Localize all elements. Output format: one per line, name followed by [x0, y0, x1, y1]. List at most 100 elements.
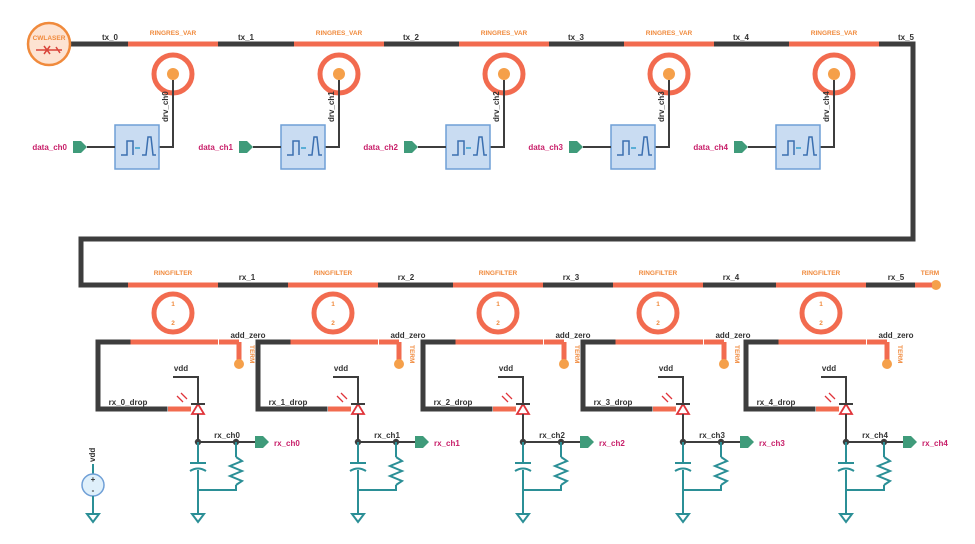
rx-net-label: rx_2	[398, 273, 415, 282]
data-input-pin	[73, 141, 87, 153]
vdd-wire	[821, 376, 847, 404]
capacitor-plate-curved	[837, 467, 855, 472]
rx-output-pin	[740, 436, 754, 448]
add-net-label: add_zero	[878, 331, 913, 340]
drv-wire	[159, 80, 174, 148]
resistor-icon	[875, 456, 893, 486]
tx-net-label: tx_2	[403, 33, 420, 42]
light-arrows-icon	[336, 392, 348, 403]
ring-filter	[311, 291, 355, 335]
tx-net-label: tx_3	[568, 33, 585, 42]
out-net-label: rx_ch3	[699, 431, 725, 440]
vdd-label: vdd	[822, 364, 836, 373]
drop-net-label: rx_4_drop	[757, 398, 796, 407]
ring-heater-dot	[663, 68, 675, 80]
vdd-label: vdd	[174, 364, 188, 373]
vdd-wire	[658, 376, 684, 404]
laser-body	[26, 21, 72, 67]
light-arrows-icon	[501, 392, 513, 403]
bus-term-label: TERM	[921, 270, 939, 277]
add-net-label: add_zero	[390, 331, 425, 340]
data-input-pin	[734, 141, 748, 153]
filter-label: RINGFILTER	[154, 270, 193, 277]
data-pin-label: data_ch0	[32, 143, 67, 152]
drv-net-label: drv_ch2	[492, 91, 501, 122]
supply-plus-label: +	[91, 475, 96, 484]
filter-label: RINGFILTER	[314, 270, 353, 277]
term-label: TERM	[573, 345, 580, 363]
vdd-wire	[498, 376, 524, 404]
ring-port-label: 2	[171, 320, 175, 327]
ring-port-label: 2	[656, 320, 660, 327]
data-pin-label: data_ch3	[528, 143, 563, 152]
vdd-wire	[333, 376, 359, 404]
modulator-label: RINGRES_VAR	[481, 30, 528, 37]
resistor-icon	[712, 456, 730, 486]
term-label: TERM	[248, 345, 255, 363]
rx-output-pin	[580, 436, 594, 448]
pulse-in-icon	[287, 140, 300, 156]
vdd-wire	[173, 376, 199, 404]
tx-net-label: tx_0	[102, 33, 119, 42]
add-net-label: add_zero	[555, 331, 590, 340]
drv-net-label: drv_ch3	[657, 91, 666, 122]
rx-filter-channel: RINGFILTER12rx_4_dropadd_zeroTERMvddrx_c…	[743, 270, 948, 524]
ring-heater-dot	[498, 68, 510, 80]
modulator-label: RINGRES_VAR	[811, 30, 858, 37]
vdd-label: vdd	[334, 364, 348, 373]
pulse-out-icon	[473, 136, 487, 156]
rx-net-label: rx_3	[563, 273, 580, 282]
vdd-label: vdd	[659, 364, 673, 373]
ring-port-label: 1	[331, 301, 335, 308]
light-arrows-icon	[661, 392, 673, 403]
photodiode-icon	[350, 402, 366, 415]
ring-heater-dot	[167, 68, 179, 80]
rx-output-pin	[255, 436, 269, 448]
ring-filter	[636, 291, 680, 335]
data-input-pin	[239, 141, 253, 153]
dc-supply: vdd+-	[81, 448, 105, 524]
term-label: TERM	[408, 345, 415, 363]
ground-symbol	[675, 513, 691, 524]
drop-wire	[420, 339, 493, 412]
ground-symbol	[350, 513, 366, 524]
rx-net-label: rx_5	[888, 273, 905, 282]
modulator-label: RINGRES_VAR	[150, 30, 197, 37]
drv-net-label: drv_ch1	[327, 91, 336, 122]
res-lead-bottom	[683, 485, 722, 491]
data-pin-label: data_ch4	[693, 143, 728, 152]
drv-wire	[820, 80, 835, 148]
res-lead-bottom	[846, 485, 885, 491]
ring-filter	[151, 291, 195, 335]
rx-out-pin-label: rx_ch3	[759, 439, 785, 448]
drop-wire	[255, 339, 328, 412]
drv-wire	[655, 80, 670, 148]
term-dot	[882, 359, 892, 369]
rx-filter-channel: RINGFILTER12rx_1_dropadd_zeroTERMvddrx_c…	[255, 270, 460, 524]
pulse-in-icon	[782, 140, 795, 156]
rx-output-pin	[415, 436, 429, 448]
pulse-out-icon	[142, 136, 156, 156]
bus-termination: TERM	[915, 270, 941, 290]
rx-net-label: rx_4	[723, 273, 740, 282]
ring-filter	[476, 291, 520, 335]
drop-net-label: rx_2_drop	[434, 398, 473, 407]
ring-port-label: 2	[331, 320, 335, 327]
drop-wire	[743, 339, 816, 412]
pulse-out-icon	[638, 136, 652, 156]
tx-net-label: tx_5	[898, 33, 915, 42]
term-dot	[719, 359, 729, 369]
out-net-label: rx_ch0	[214, 431, 240, 440]
drv-net-label: drv_ch4	[822, 91, 831, 122]
drop-net-label: rx_0_drop	[109, 398, 148, 407]
drop-wire	[580, 339, 653, 412]
rx-filter-channel: RINGFILTER12rx_3_dropadd_zeroTERMvddrx_c…	[580, 270, 785, 524]
light-arrows-icon	[824, 392, 836, 403]
term-dot	[394, 359, 404, 369]
ring-port-label: 1	[656, 301, 660, 308]
term-dot	[559, 359, 569, 369]
capacitor-plate-curved	[349, 467, 367, 472]
filter-label: RINGFILTER	[639, 270, 678, 277]
